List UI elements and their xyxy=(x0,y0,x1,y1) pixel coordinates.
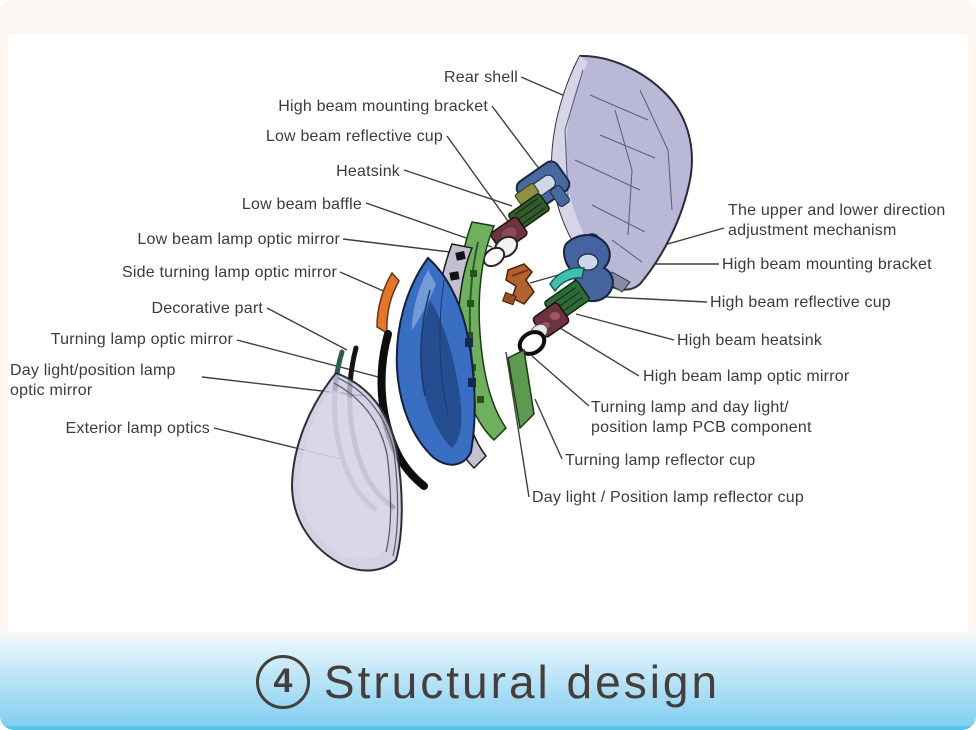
footer-banner: 4 Structural design xyxy=(0,637,976,730)
slide-title: 4 Structural design xyxy=(255,654,721,709)
leader-high-beam-lamp-optic-mirror xyxy=(559,327,640,377)
leader-day-light-position-lamp-reflector-cup xyxy=(505,351,530,498)
label-high-beam-lamp-optic-mirror: High beam lamp optic mirror xyxy=(643,368,850,385)
leader-turning-lamp-reflector-cup xyxy=(534,398,563,460)
part-low-beam-lamp-optic-mirror xyxy=(395,256,476,466)
label-turning-lamp-optic-mirror: Turning lamp optic mirror xyxy=(50,331,233,348)
rear-shell-panel-lines xyxy=(564,69,673,263)
label-exterior-lamp-optics: Exterior lamp optics xyxy=(65,420,210,437)
label-adjustment-mechanism: The upper and lower direction adjustment… xyxy=(728,201,945,241)
label-line-1: Turning lamp and day light/ xyxy=(591,399,789,416)
leader-pcb-component xyxy=(531,355,590,407)
leader-high-beam-heatsink xyxy=(575,313,675,341)
label-line-1: Day light/position lamp xyxy=(10,362,176,379)
label-decorative-part: Decorative part xyxy=(151,300,263,317)
label-pcb-component: Turning lamp and day light/ position lam… xyxy=(591,398,812,438)
label-line-2: optic mirror xyxy=(10,382,93,399)
label-high-beam-reflective-cup: High beam reflective cup xyxy=(710,294,891,311)
part-side-turning-lamp-optic-mirror xyxy=(376,271,400,335)
label-turning-lamp-reflector-cup: Turning lamp reflector cup xyxy=(565,452,756,469)
part-low-beam-baffle xyxy=(482,235,519,268)
part-rear-shell xyxy=(550,54,693,293)
label-rear-shell: Rear shell xyxy=(443,69,518,86)
title-number-badge: 4 xyxy=(255,654,310,709)
label-day-light-position-lamp-reflector-cup: Day light / Position lamp reflector cup xyxy=(532,489,804,506)
part-high-beam-teal-bracket xyxy=(549,266,585,293)
label-line-2: adjustment mechanism xyxy=(728,222,897,239)
part-high-beam-lamp-optic-mirror xyxy=(517,323,548,356)
label-heatsink: Heatsink xyxy=(336,163,400,180)
page-title: Structural design xyxy=(323,655,721,708)
part-adjustment-mechanism xyxy=(501,263,535,306)
label-line-2: position lamp PCB component xyxy=(591,419,812,436)
part-green-lower-tab xyxy=(507,348,535,430)
label-high-beam-mounting-bracket-right: High beam mounting bracket xyxy=(722,256,932,273)
label-low-beam-baffle: Low beam baffle xyxy=(241,196,362,213)
leader-decorative-part xyxy=(266,307,348,351)
label-side-turning-lamp-optic-mirror: Side turning lamp optic mirror xyxy=(122,264,337,281)
leader-turning-lamp-optic-mirror xyxy=(236,339,383,379)
label-low-beam-lamp-optic-mirror: Low beam lamp optic mirror xyxy=(137,231,340,248)
label-high-beam-heatsink: High beam heatsink xyxy=(677,332,823,349)
label-day-light-position-lamp-optic-mirror: Day light/position lamp optic mirror xyxy=(10,361,176,401)
label-high-beam-mounting-bracket-top: High beam mounting bracket xyxy=(278,98,488,115)
diagram-area xyxy=(8,34,968,632)
part-exterior-lamp-optics xyxy=(290,371,403,572)
leader-heatsink xyxy=(403,169,513,207)
leader-low-beam-lamp-optic-mirror xyxy=(342,238,451,253)
leader-high-beam-reflective-cup xyxy=(587,295,708,303)
leader-low-beam-reflective-cup xyxy=(446,135,514,229)
label-line-1: The upper and lower direction xyxy=(728,202,946,219)
label-low-beam-reflective-cup: Low beam reflective cup xyxy=(265,128,443,145)
leader-side-turning-lamp-optic-mirror xyxy=(339,271,389,294)
